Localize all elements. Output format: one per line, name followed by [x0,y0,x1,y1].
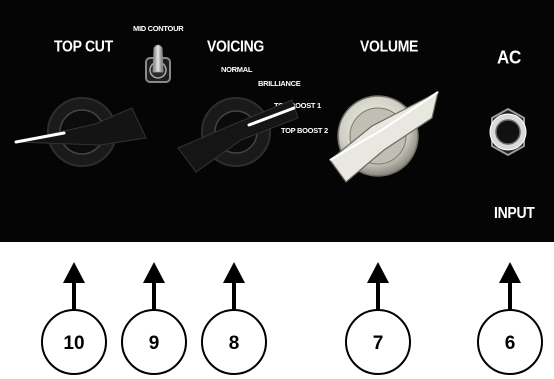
callout-8: 8 [201,309,267,375]
voicing-option-brilliance: BRILLIANCE [258,79,301,88]
callout-arrow-8 [223,262,245,310]
callout-arrow-6 [499,262,521,310]
callout-7: 7 [345,309,411,375]
voicing-option-normal: NORMAL [221,65,253,74]
voicing-label: VOICING [207,36,265,56]
volume-knob[interactable] [329,90,439,183]
ac-label: AC [497,47,521,68]
callout-10-number: 10 [63,333,84,354]
input-label: INPUT [494,202,535,222]
callout-arrow-10 [63,262,85,310]
callout-6: 6 [477,309,543,375]
mid-contour-label: MID CONTOUR [133,24,184,33]
callout-8-number: 8 [229,333,240,354]
callout-7-number: 7 [373,333,384,354]
mid-contour-toggle[interactable] [145,44,171,83]
voicing-knob[interactable] [177,97,299,173]
callout-9-number: 9 [149,333,160,354]
volume-label: VOLUME [360,36,419,56]
callout-arrow-7 [367,262,389,310]
callout-arrow-9 [143,262,165,310]
voicing-option-top-boost-2: TOP BOOST 2 [281,126,328,135]
top-cut-label: TOP CUT [54,36,113,56]
voicing-option-top-boost-1: TOP BOOST 1 [274,101,321,110]
callout-9: 9 [121,309,187,375]
top-cut-knob[interactable] [14,97,147,167]
callout-10: 10 [41,309,107,375]
callout-6-number: 6 [505,333,516,354]
input-jack[interactable] [489,107,527,157]
